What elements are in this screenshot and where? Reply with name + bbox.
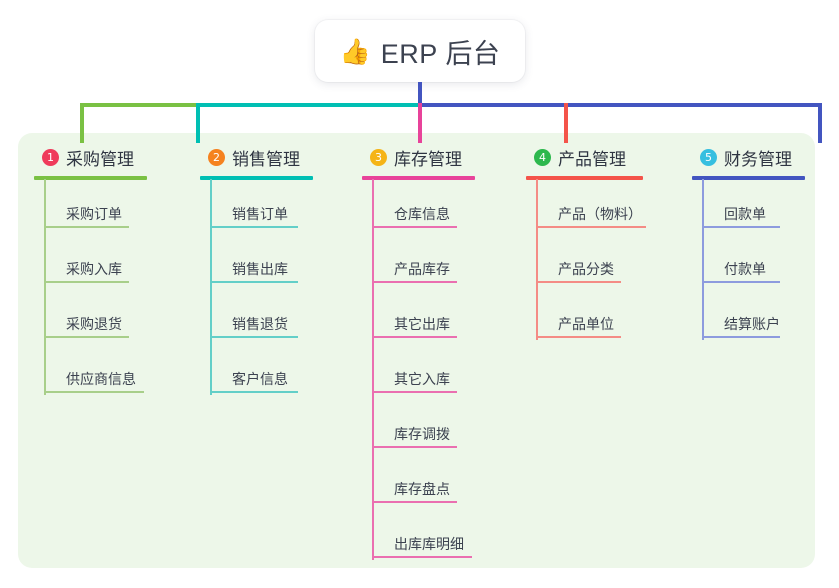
branch-title: 产品管理 (558, 149, 626, 169)
branch-leaf-label: 结算账户 (724, 316, 780, 332)
rail-segment-4 (730, 103, 822, 107)
rail-segment-1 (80, 103, 200, 107)
branch-leaf-label: 采购退货 (66, 316, 122, 332)
branch-leaf-underline (702, 281, 780, 283)
branch-leaf-underline (536, 226, 646, 228)
root-node[interactable]: 👍 ERP 后台 (315, 20, 525, 82)
branch-leaf-label: 付款单 (724, 261, 766, 277)
branch-number-badge: 2 (208, 148, 225, 166)
branch-column-3: 3 库存管理仓库信息产品库存其它出库其它入库库存调拨库存盘点出库库明细 (362, 143, 515, 560)
rail-drop-1 (80, 103, 84, 143)
branch-title: 财务管理 (724, 149, 792, 169)
branch-leaf-label: 产品分类 (558, 261, 614, 277)
branch-leaf-label: 产品库存 (394, 261, 450, 277)
branch-leaf-underline (372, 336, 457, 338)
branch-title: 库存管理 (394, 149, 462, 169)
branch-header-underline (692, 176, 805, 180)
rail-drop-3 (418, 103, 422, 143)
branch-header-2[interactable]: 2 销售管理 (200, 143, 353, 171)
branch-header-underline (200, 176, 313, 180)
branch-leaf-label: 产品单位 (558, 316, 614, 332)
branch-leaf-underline (702, 336, 780, 338)
branch-column-5: 5 财务管理回款单付款单结算账户 (692, 143, 839, 340)
branch-leaf-underline (372, 446, 457, 448)
branch-header-3[interactable]: 3 库存管理 (362, 143, 515, 171)
rail-drop-4 (564, 103, 568, 143)
rail-segment-3 (420, 103, 736, 107)
branch-leaf-underline (372, 501, 457, 503)
branch-leaf-underline (536, 336, 621, 338)
branch-header-underline (34, 176, 147, 180)
branch-leaf-underline (372, 226, 457, 228)
branch-leaf-underline (210, 226, 298, 228)
branch-title: 采购管理 (66, 149, 134, 169)
branch-spine (536, 179, 538, 340)
branch-leaf-underline (44, 226, 129, 228)
branch-leaf-underline (536, 281, 621, 283)
rail-segment-2 (196, 103, 424, 107)
branch-leaf-label: 出库库明细 (394, 536, 464, 552)
branch-number-badge: 4 (534, 148, 551, 166)
branch-leaf-label: 回款单 (724, 206, 766, 222)
branch-leaf-label: 采购入库 (66, 261, 122, 277)
branch-leaf-underline (44, 281, 129, 283)
branch-header-underline (526, 176, 643, 180)
branch-header-5[interactable]: 5 财务管理 (692, 143, 839, 171)
branch-column-4: 4 产品管理产品（物料） 产品分类产品单位 (526, 143, 683, 340)
branch-header-4[interactable]: 4 产品管理 (526, 143, 683, 171)
root-node-title: ERP 后台 (380, 38, 501, 69)
branch-leaf-underline (44, 391, 144, 393)
branch-number-badge: 5 (700, 148, 717, 166)
rail-drop-5 (818, 103, 822, 143)
branch-leaf-label: 销售出库 (232, 261, 288, 277)
branch-leaf-label: 供应商信息 (66, 371, 136, 387)
rail-drop-2 (196, 103, 200, 143)
branch-leaf-label: 库存盘点 (394, 481, 450, 497)
branch-leaf-label: 仓库信息 (394, 206, 450, 222)
background-panel (18, 133, 815, 568)
branch-leaf-underline (44, 336, 129, 338)
branch-leaf-underline (702, 226, 780, 228)
branch-leaf-underline (210, 391, 298, 393)
branch-title: 销售管理 (232, 149, 300, 169)
branch-spine (210, 179, 212, 395)
branch-leaf-label: 产品（物料） (558, 206, 642, 222)
branch-leaf-label: 库存调拨 (394, 426, 450, 442)
branch-leaf-underline (372, 391, 457, 393)
branch-header-underline (362, 176, 475, 180)
branch-spine (44, 179, 46, 395)
branch-leaf-label: 客户信息 (232, 371, 288, 387)
branch-spine (372, 179, 374, 560)
branch-leaf-label: 销售订单 (232, 206, 288, 222)
branch-header-1[interactable]: 1 采购管理 (34, 143, 187, 171)
root-connector-stem (418, 82, 422, 106)
branch-leaf-underline (210, 281, 298, 283)
branch-leaf-underline (372, 556, 472, 558)
thumbs-up-icon: 👍 (339, 36, 371, 66)
branch-leaf-underline (372, 281, 457, 283)
branch-number-badge: 1 (42, 148, 59, 166)
branch-leaf-label: 采购订单 (66, 206, 122, 222)
branch-spine (702, 179, 704, 340)
branch-leaf-label: 销售退货 (232, 316, 288, 332)
branch-column-1: 1 采购管理采购订单采购入库采购退货供应商信息 (34, 143, 187, 395)
branch-column-2: 2 销售管理销售订单销售出库销售退货客户信息 (200, 143, 353, 395)
branch-leaf-label: 其它入库 (394, 371, 450, 387)
branch-leaf-underline (210, 336, 298, 338)
branch-number-badge: 3 (370, 148, 387, 166)
branch-leaf-label: 其它出库 (394, 316, 450, 332)
